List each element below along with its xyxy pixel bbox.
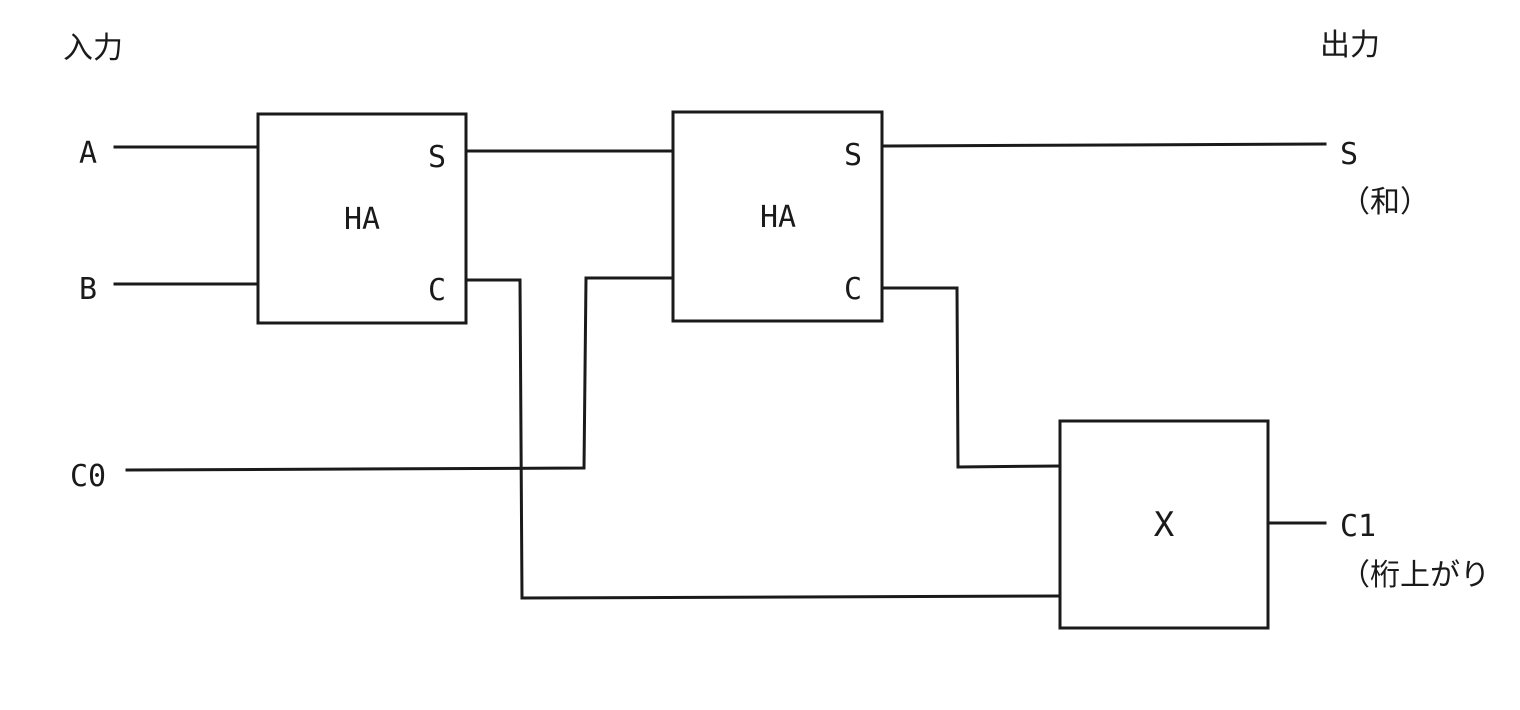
half-adder-2-carry-port: C xyxy=(844,272,862,307)
half-adder-2-sum-port: S xyxy=(844,138,862,173)
output-carry-label: C1 xyxy=(1340,509,1376,544)
block-x: X xyxy=(1058,419,1270,630)
output-sum-label: S xyxy=(1340,137,1358,172)
block-x-label: X xyxy=(1154,505,1175,545)
half-adder-1-sum-port: S xyxy=(428,140,446,175)
half-adder-2-label: HA xyxy=(760,200,796,235)
half-adder-2-box xyxy=(671,110,884,323)
half-adder-1: HA S C xyxy=(256,112,468,325)
output-heading: 出力 xyxy=(1320,28,1380,63)
half-adder-1-box xyxy=(256,112,468,325)
output-carry-note: （桁上がり xyxy=(1340,558,1490,593)
input-c0-label: C0 xyxy=(70,459,106,494)
input-a-label: A xyxy=(79,136,97,171)
output-sum-note: （和） xyxy=(1340,185,1430,220)
block-x-box xyxy=(1058,419,1270,630)
half-adder-1-carry-port: C xyxy=(428,273,446,308)
wire-ha2-sum-to-output xyxy=(880,142,1327,148)
input-heading: 入力 xyxy=(63,31,123,66)
wire-ha1-carry-to-x xyxy=(464,278,1062,600)
wires xyxy=(113,142,1327,600)
half-adder-1-label: HA xyxy=(344,202,380,237)
wire-c0-to-ha2 xyxy=(125,276,675,472)
input-b-label: B xyxy=(79,272,97,307)
half-adder-2: HA S C xyxy=(671,110,884,323)
wire-ha2-carry-to-x xyxy=(880,286,1062,469)
